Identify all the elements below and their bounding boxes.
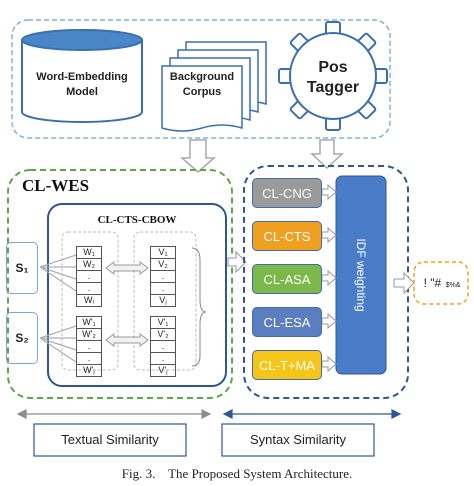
method-label: CL-T+MA bbox=[259, 357, 315, 373]
method-cl-t-ma: CL-T+MA bbox=[252, 350, 322, 380]
t1-vector-column: V₁ V₂ . . Vⱼ bbox=[150, 246, 176, 307]
gear-icon bbox=[278, 21, 388, 131]
vector-cell: V'₂ bbox=[150, 329, 176, 341]
method-arrows bbox=[321, 183, 337, 373]
vector-cell: V'ⱼ bbox=[150, 365, 176, 377]
vector-cell: V₁ bbox=[150, 246, 176, 259]
vector-cell: Wᵢ bbox=[76, 295, 102, 307]
s-arrows bbox=[39, 254, 77, 363]
double-arrows bbox=[105, 261, 149, 347]
documents-icon bbox=[161, 41, 267, 132]
vector-cell: Vⱼ bbox=[150, 295, 176, 307]
syntax-similarity-label: Syntax Similarity bbox=[249, 432, 347, 447]
vector-cell: . bbox=[150, 283, 176, 295]
vector-cell: . bbox=[150, 341, 176, 353]
method-cl-asa: CL-ASA bbox=[252, 264, 322, 294]
syntax-similarity-box bbox=[221, 423, 375, 457]
textual-similarity-box bbox=[33, 423, 187, 457]
word-embedding-label: Word-Embedding Model bbox=[36, 71, 128, 98]
s2-label: S₂ bbox=[15, 331, 29, 345]
t2-vector-column: V'₁ V'₂ . . V'ⱼ bbox=[150, 316, 176, 377]
clctscbow-title: CL-CTS-CBOW bbox=[97, 214, 177, 226]
vector-cell: W'₁ bbox=[76, 316, 102, 329]
vector-cell: . bbox=[76, 341, 102, 353]
arrow-to-output bbox=[393, 271, 415, 295]
vector-cell: W₁ bbox=[76, 246, 102, 259]
s1-label: S₁ bbox=[15, 261, 29, 275]
vector-cell: V₂ bbox=[150, 259, 176, 271]
arrow-to-syntax bbox=[227, 250, 247, 274]
method-label: CL-ASA bbox=[263, 271, 311, 287]
down-arrow-left bbox=[180, 139, 216, 173]
idf-box bbox=[335, 175, 387, 375]
vector-cell: . bbox=[150, 353, 176, 365]
clctscbow-box bbox=[47, 203, 227, 387]
clwes-container bbox=[7, 169, 233, 399]
vector-cell: W₂ bbox=[76, 259, 102, 271]
database-icon bbox=[21, 29, 143, 123]
s2-box: S₂ bbox=[6, 312, 38, 364]
clwes-title: CL-WES bbox=[22, 176, 90, 195]
output-container bbox=[413, 261, 469, 305]
method-label: CL-CNG bbox=[262, 185, 312, 201]
resources-container bbox=[11, 19, 391, 139]
vector-cell: . bbox=[76, 271, 102, 283]
vector-cell: . bbox=[76, 283, 102, 295]
method-label: CL-CTS bbox=[263, 228, 311, 244]
pos-tagger-label: Pos Tagger bbox=[306, 59, 360, 96]
vector-cell: V'₁ bbox=[150, 316, 176, 329]
method-cl-cng: CL-CNG bbox=[252, 178, 322, 208]
method-label: CL-ESA bbox=[263, 314, 311, 330]
similarity-arrows bbox=[16, 409, 212, 419]
method-cl-cts: CL-CTS bbox=[252, 221, 322, 251]
output-sub: $%& bbox=[445, 282, 461, 289]
s1-vector-column: W₁ W₂ . . Wᵢ bbox=[76, 246, 102, 307]
vector-cell: W'ⱼ bbox=[76, 365, 102, 377]
output-label: ! "# bbox=[423, 276, 442, 290]
vector-cell: . bbox=[150, 271, 176, 283]
method-cl-esa: CL-ESA bbox=[252, 307, 322, 337]
vector-cell: . bbox=[76, 353, 102, 365]
output-text: ! "# $%& bbox=[418, 274, 466, 292]
down-arrow-right bbox=[310, 139, 344, 170]
textual-similarity-label: Textual Similarity bbox=[61, 432, 159, 447]
s1-box: S₁ bbox=[6, 242, 38, 294]
vector-cell: W'₂ bbox=[76, 329, 102, 341]
s2-vector-column: W'₁ W'₂ . . W'ⱼ bbox=[76, 316, 102, 377]
figure-caption: Fig. 3. The Proposed System Architecture… bbox=[121, 466, 353, 481]
background-corpus-label: Background Corpus bbox=[169, 71, 235, 98]
idf-label: IDF weighting bbox=[354, 238, 368, 312]
